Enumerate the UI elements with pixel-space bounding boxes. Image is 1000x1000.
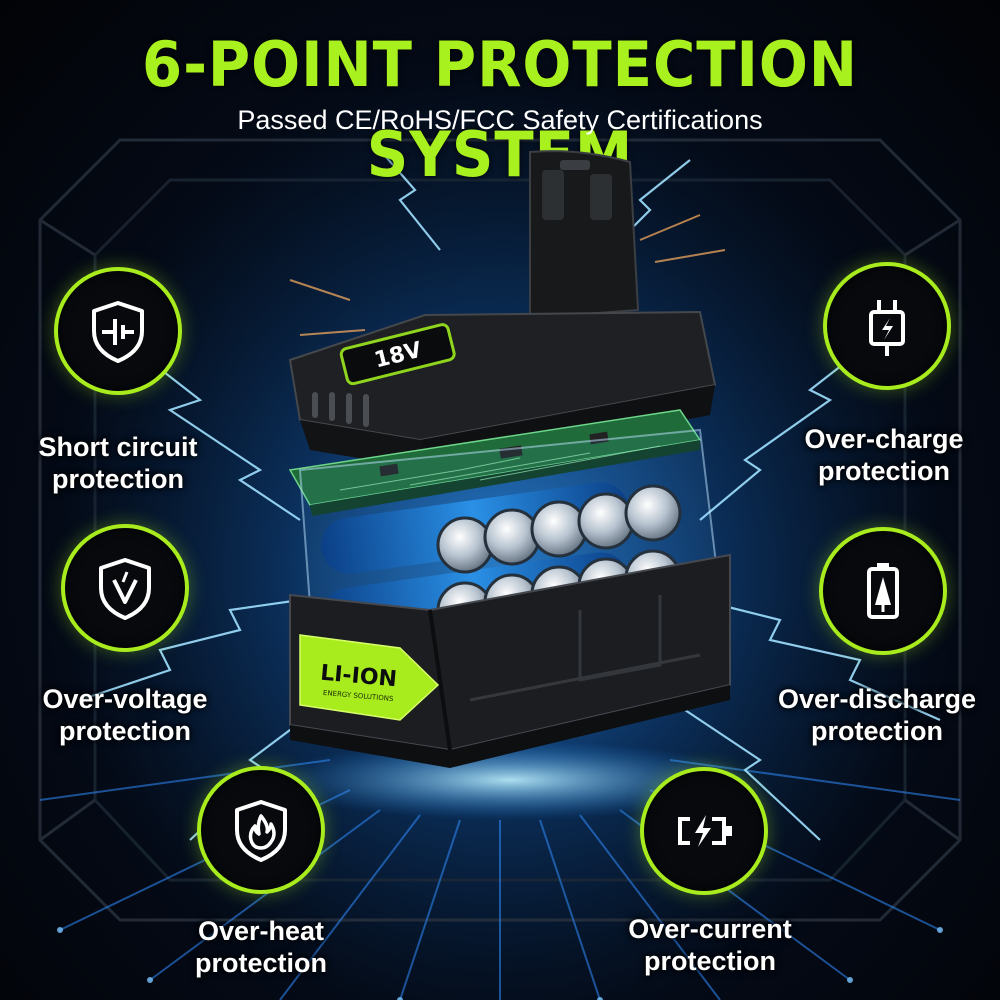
battery-housing: LI-ION ENERGY SOLUTIONS <box>289 553 731 768</box>
feature-over-charge <box>823 262 951 390</box>
battery-bolt-icon <box>678 815 732 847</box>
feature-over-current <box>640 767 768 895</box>
feature-over-heat <box>197 766 325 894</box>
voltage-shield-icon <box>99 558 151 620</box>
shield-circuit-icon <box>92 301 144 363</box>
feature-short-circuit <box>54 267 182 395</box>
base-glow <box>270 740 750 820</box>
battery-illustration: 18V <box>270 150 750 820</box>
subheadline: Passed CE/RoHS/FCC Safety Certifications <box>237 105 763 135</box>
feature-over-discharge <box>819 527 947 655</box>
feature-over-voltage <box>61 524 189 652</box>
battery-discharge-icon <box>867 563 899 619</box>
fire-shield-icon <box>235 800 287 862</box>
charging-plug-icon <box>869 300 905 356</box>
